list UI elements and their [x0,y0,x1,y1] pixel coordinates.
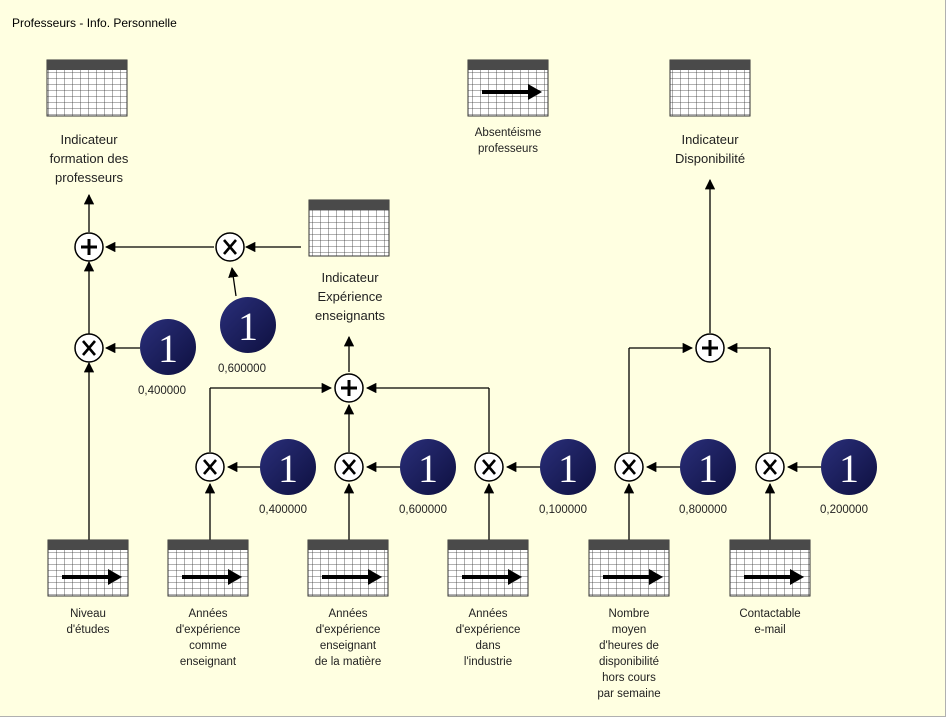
input-table-absenteisme[interactable] [467,59,549,117]
weight-formation-left: 0,400000 [138,385,186,397]
label-indicateur-formation: Indicateur formation des professeurs [49,132,129,185]
constant-node-formation-left[interactable]: 1 [140,319,196,375]
sum-node-disponibilite[interactable] [695,333,725,363]
indicator-table-formation[interactable] [46,59,128,117]
label-heures: Nombre moyen d'heures de disponibilité h… [597,608,661,700]
input-table-contactable[interactable] [729,539,811,597]
connectors [83,178,821,540]
constant-glyph: 1 [238,304,258,349]
constant-glyph: 1 [558,446,578,491]
sum-node-formation[interactable] [74,232,104,262]
constant-node-formation-exp[interactable]: 1 [220,297,276,353]
constant-glyph: 1 [698,446,718,491]
input-table-niveau[interactable] [47,539,129,597]
input-table-annees-enseignant[interactable] [167,539,249,597]
weight-contact: 0,200000 [820,504,868,516]
diagram-title: Professeurs - Info. Personnelle [12,16,177,30]
label-annees-industrie: Années d'expérience dans l'industrie [455,608,521,668]
constant-glyph: 1 [418,446,438,491]
label-annees-enseignant: Années d'expérience comme enseignant [175,608,241,668]
multiply-node-matiere[interactable] [334,452,364,482]
constant-glyph: 1 [158,326,178,371]
sum-node-experience[interactable] [334,373,364,403]
label-indicateur-disponibilite: Indicateur Disponibilité [674,132,746,166]
multiply-node-experience[interactable] [215,232,245,262]
constant-glyph: 1 [839,446,859,491]
indicator-table-experience[interactable] [308,199,390,257]
indicator-table-disponibilite[interactable] [669,59,751,117]
constant-node-industrie[interactable]: 1 [540,439,596,495]
multiply-node-industrie[interactable] [474,452,504,482]
weight-enseignant: 0,400000 [259,504,307,516]
constant-node-matiere[interactable]: 1 [400,439,456,495]
input-table-annees-industrie[interactable] [447,539,529,597]
weight-matiere: 0,600000 [399,504,447,516]
input-table-annees-matiere[interactable] [307,539,389,597]
constant-node-contact[interactable]: 1 [821,439,877,495]
multiply-node-niveau[interactable] [74,333,104,363]
multiply-node-enseignant[interactable] [195,452,225,482]
label-contactable: Contactable e-mail [739,608,801,636]
weight-formation-exp: 0,600000 [218,363,266,375]
label-indicateur-experience: Indicateur Expérience enseignants [314,270,386,323]
multiply-node-contact[interactable] [755,452,785,482]
constant-node-heures[interactable]: 1 [680,439,736,495]
weight-industrie: 0,100000 [539,504,587,516]
constant-node-enseignant[interactable]: 1 [260,439,316,495]
label-absenteisme: Absentéisme professeurs [474,127,542,155]
weight-heures: 0,800000 [679,504,727,516]
input-table-heures[interactable] [588,539,670,597]
label-niveau: Niveau d'études [66,608,110,636]
constant-glyph: 1 [278,446,298,491]
label-annees-matiere: Années d'expérience enseignant de la mat… [314,608,382,668]
multiply-node-heures[interactable] [614,452,644,482]
